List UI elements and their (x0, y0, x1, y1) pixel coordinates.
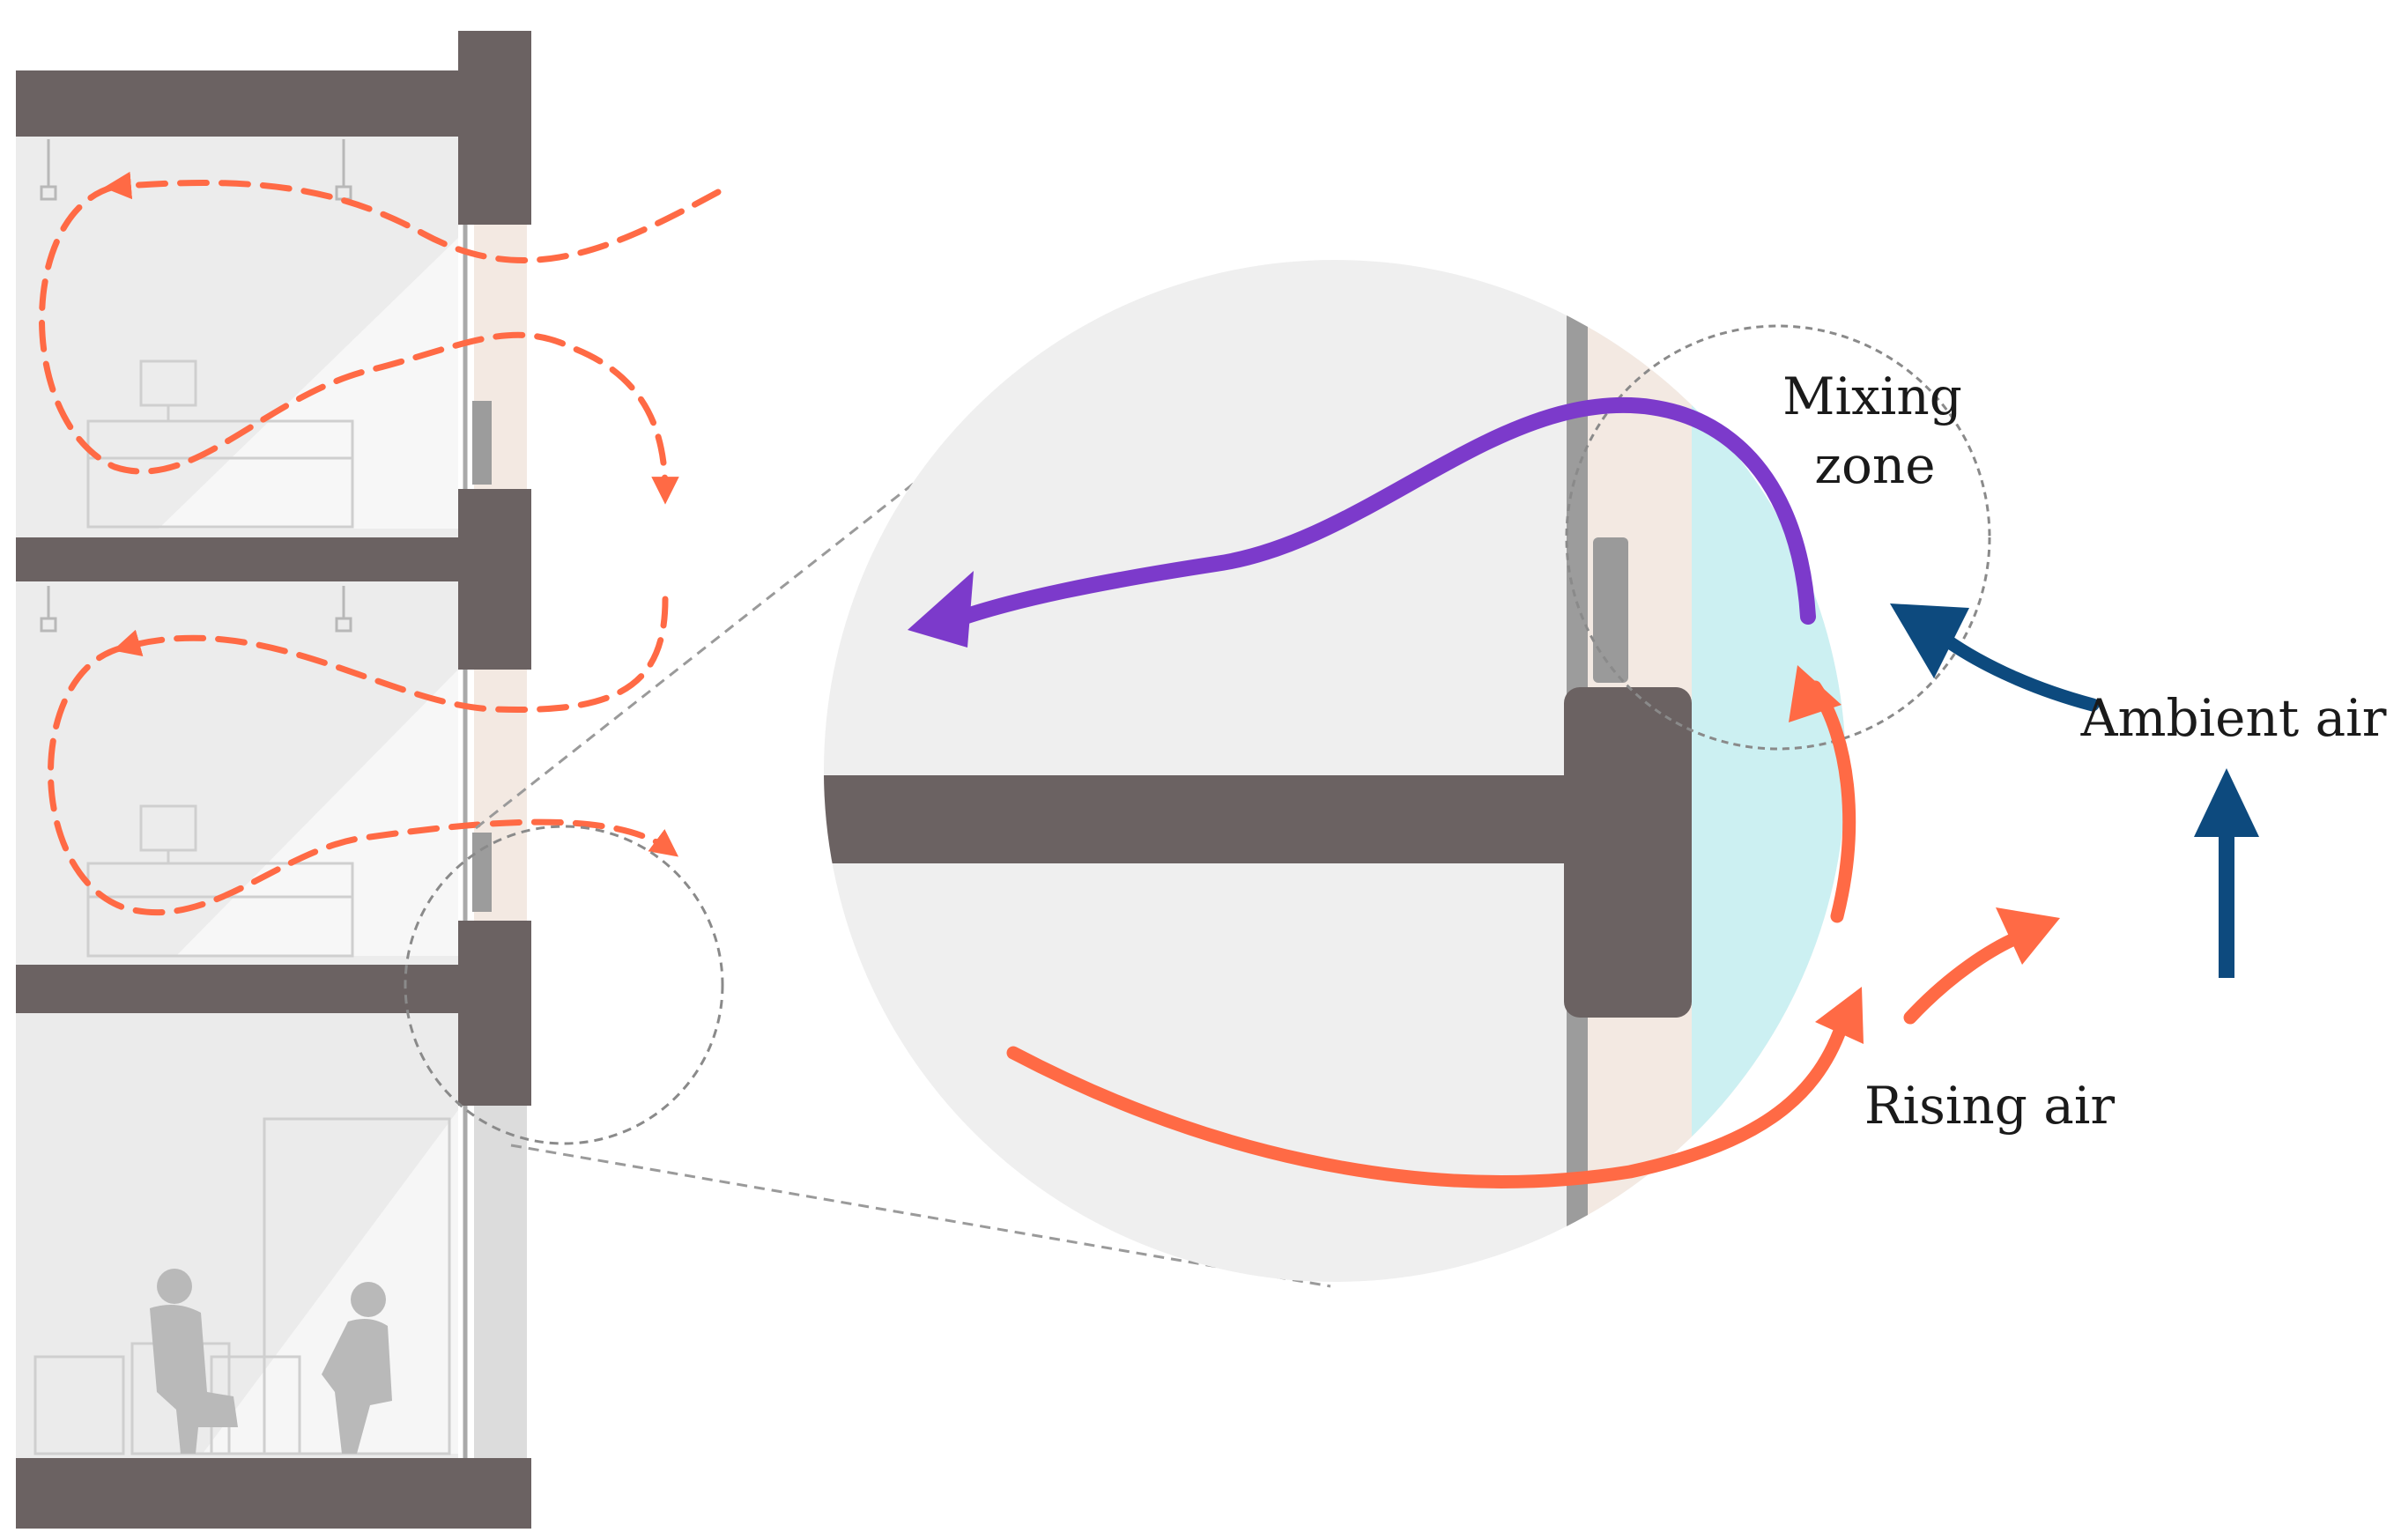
window-vent (472, 833, 492, 912)
ambient-air-arrows (1890, 603, 2259, 978)
mixing-zone-label: Mixing (1782, 366, 1962, 426)
building-section (16, 31, 724, 1529)
floor-slab-detail (824, 775, 1639, 863)
building-structure (16, 31, 531, 1529)
mixing-zone-label: zone (1814, 435, 1935, 495)
glazing-cavity (474, 1106, 527, 1458)
window-vent-detail (1593, 537, 1628, 683)
ambient-air-label: Ambient air (2080, 688, 2387, 748)
rising-air-arrowheads (1789, 665, 2060, 1044)
daylight-beam-middle (176, 670, 458, 956)
zoom-source-circle (404, 825, 724, 1145)
daylight-beam-upper (159, 238, 458, 529)
occupant-silhouette-icon (150, 1269, 392, 1454)
mixed-air-arrow (908, 396, 1816, 648)
diagram-labels: Mixing zone Ambient air Rising air (1782, 366, 2387, 1136)
slab-edge-detail (1564, 687, 1692, 1018)
mixing-zone-circle (1565, 324, 1991, 751)
desk-workstation-icon (33, 359, 451, 1455)
window-vent (472, 401, 492, 485)
rising-air-label: Rising air (1864, 1076, 2116, 1136)
daylight-beam-lower (203, 1110, 458, 1454)
indoor-airflow-dashed (39, 171, 722, 915)
